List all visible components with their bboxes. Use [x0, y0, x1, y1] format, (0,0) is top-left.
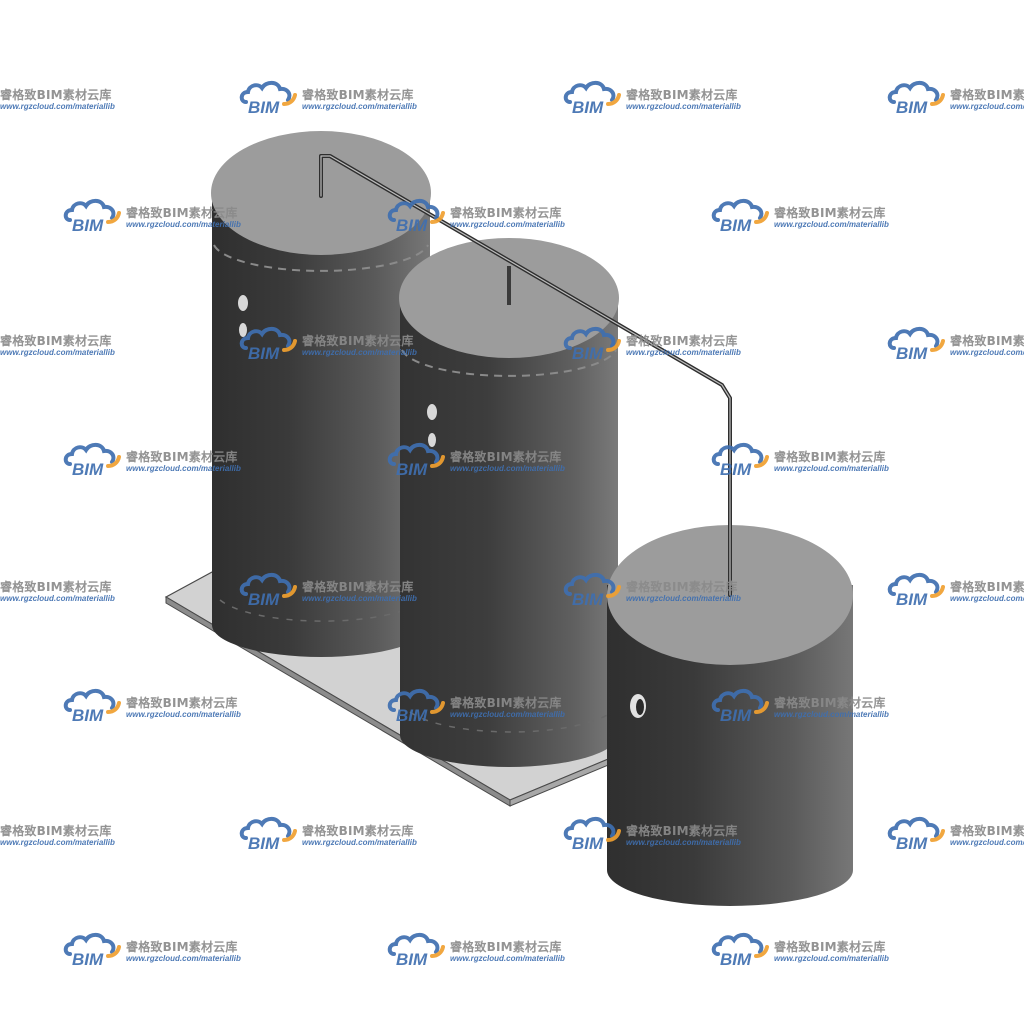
tank-middle-port	[427, 404, 437, 420]
tank-left-port	[238, 295, 248, 311]
tank-middle	[399, 238, 619, 767]
tank-right	[607, 525, 853, 906]
connecting-pipe	[319, 154, 732, 597]
tank-left	[211, 131, 431, 657]
